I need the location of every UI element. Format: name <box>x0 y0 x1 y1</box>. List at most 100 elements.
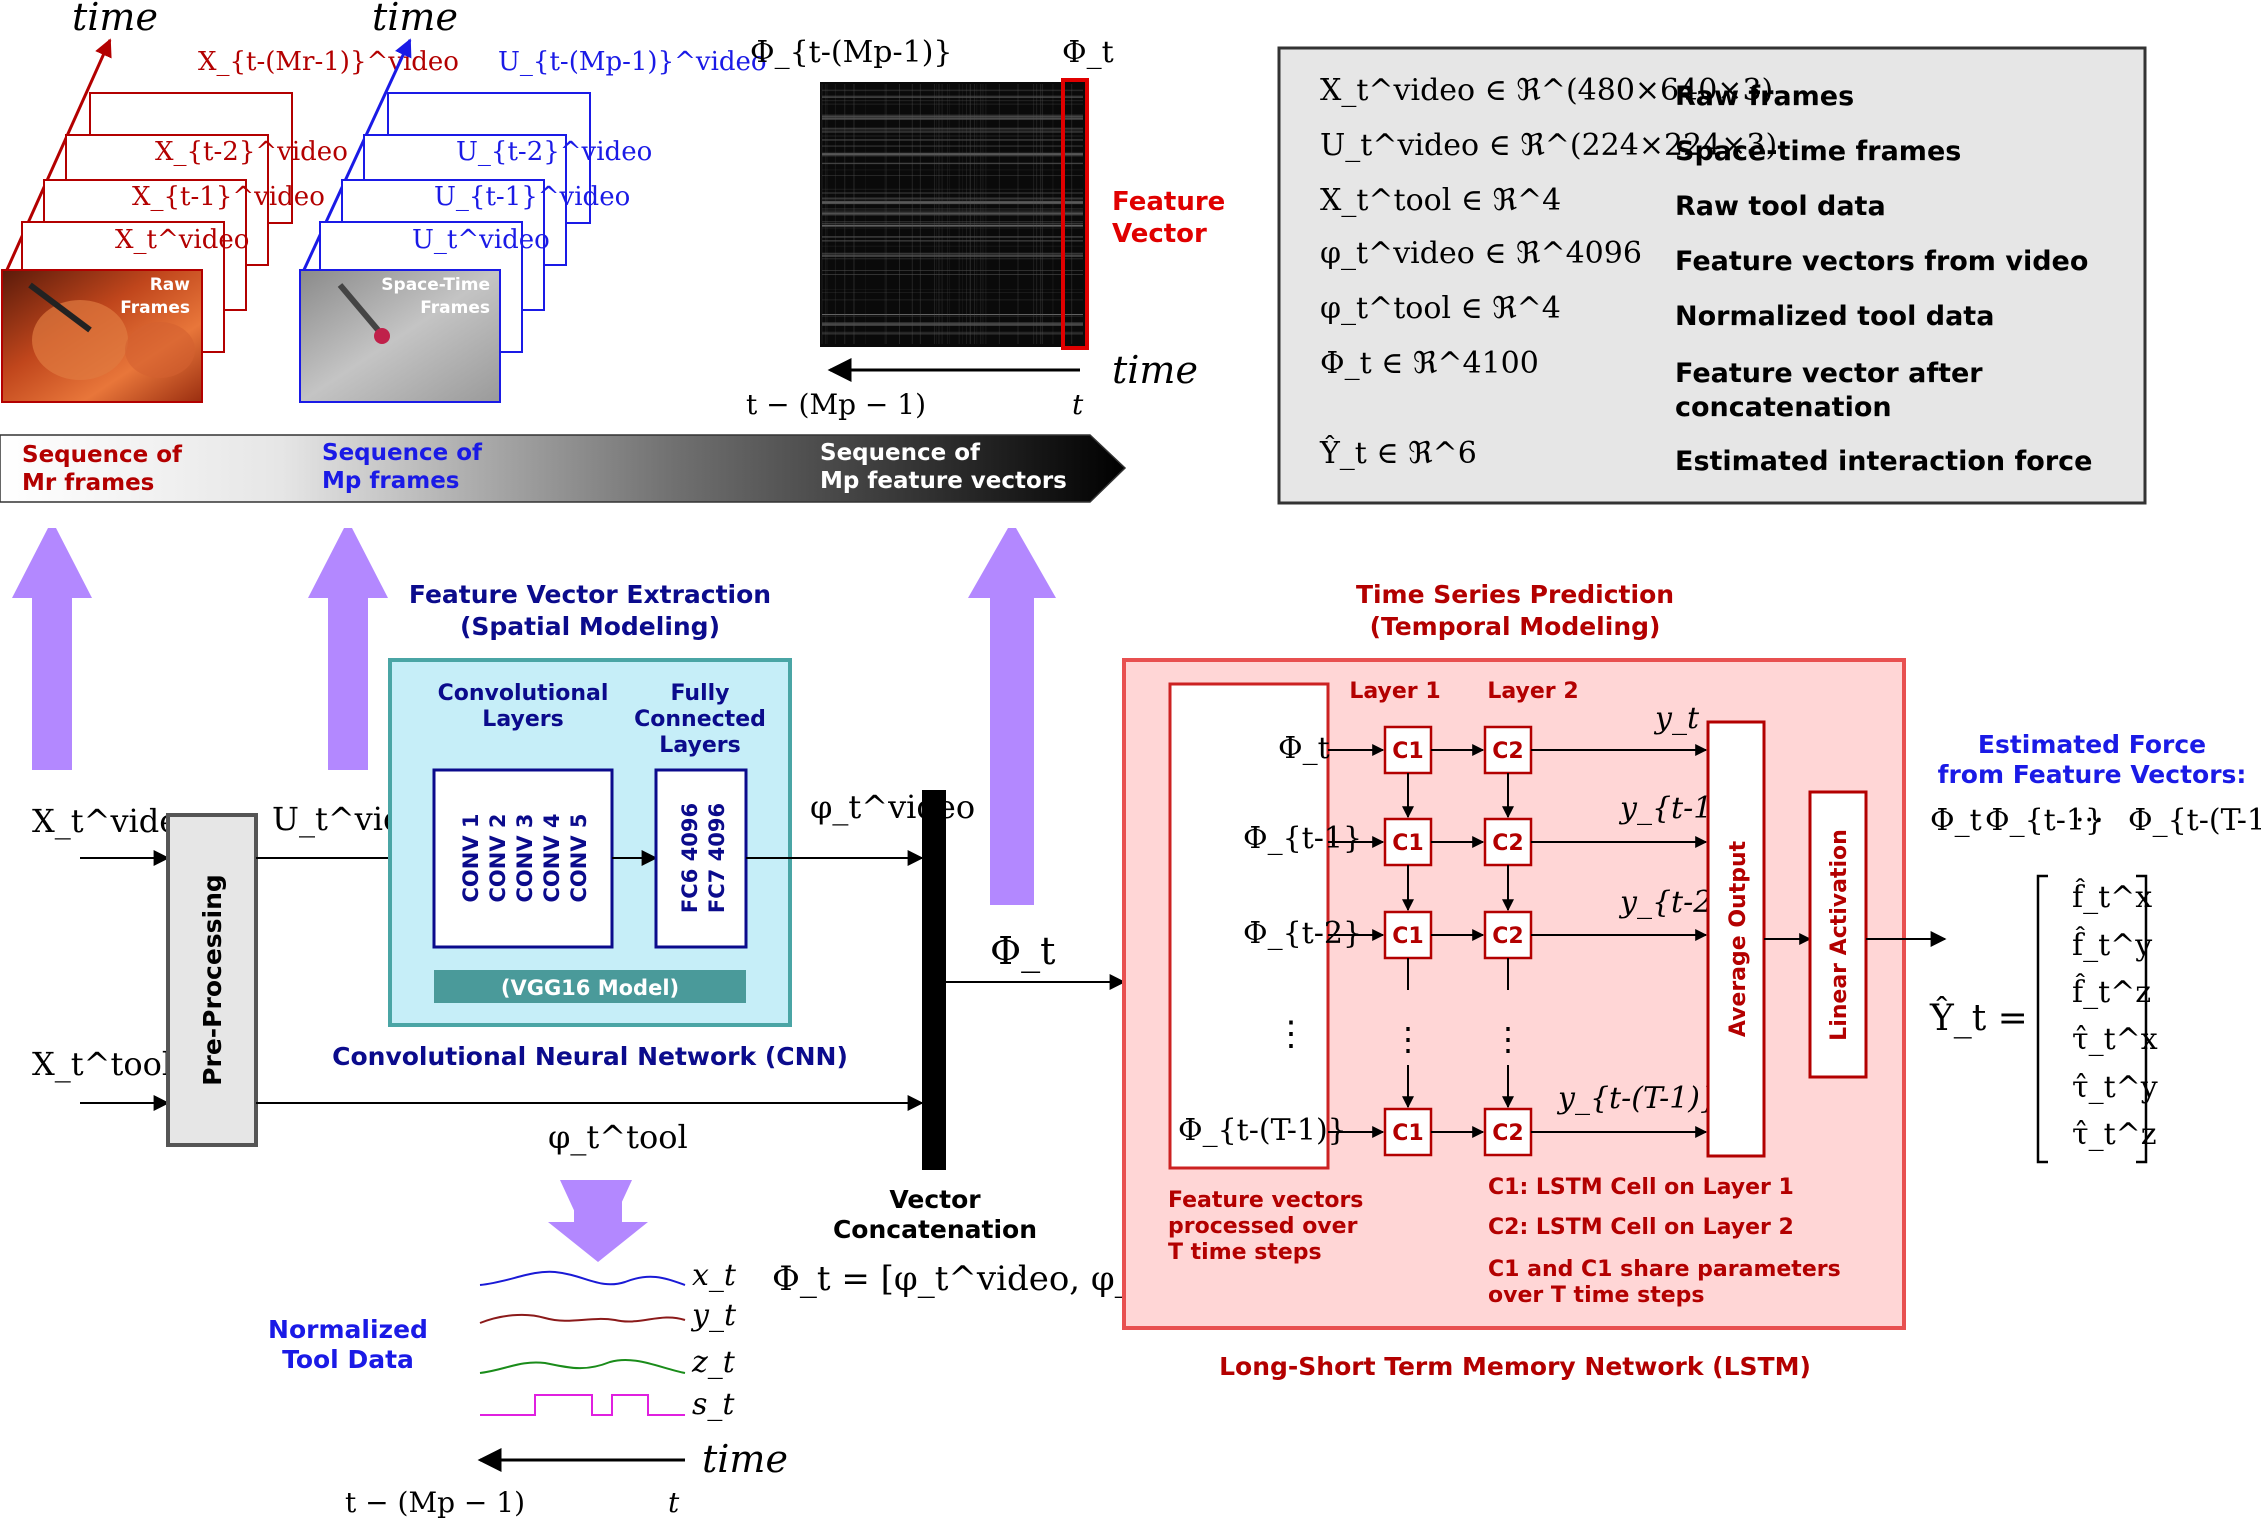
band-mr-label: Mr frames <box>22 470 154 496</box>
force-component: f̂_t^x <box>2072 878 2152 915</box>
up-arrow-icon <box>12 528 92 770</box>
lstm-input-label: Φ_{t-2} <box>1243 916 1362 951</box>
legend-symbol: Ŷ_t ∈ ℜ^6 <box>1319 435 1477 471</box>
spacetime-frames-stack: time U_{t-(Mp-1)}^video ⋮ U_{t-2}^video … <box>299 0 767 403</box>
average-output-box <box>1706 720 1766 1158</box>
lstm-input-label: Φ_{t-1} <box>1243 821 1362 856</box>
band-mr-label: Sequence of <box>22 442 183 468</box>
cell-note: C2: LSTM Cell on Layer 2 <box>1488 1215 1794 1240</box>
matrix-tick-left: t − (Mp − 1) <box>746 388 926 421</box>
output-lhs: Ŷ_t = <box>1929 997 2028 1039</box>
matrix-right-label: Φ_t <box>1062 35 1114 70</box>
conv-layer-label: CONV 2 <box>486 813 510 902</box>
st-frame-label: U_{t-(Mp-1)}^video <box>498 47 767 77</box>
conv-layer-label: CONV 4 <box>540 813 564 902</box>
vertical-ellipsis-icon: ⋮ <box>1492 1020 1524 1058</box>
output-title: from Feature Vectors: <box>1938 760 2247 789</box>
feature-matrix: Φ_{t-(Mp-1)} Φ_t Feature Vector time t −… <box>746 35 1225 421</box>
cnn-caption: Convolutional Neural Network (CNN) <box>332 1042 848 1071</box>
concat-label: Vector <box>889 1185 981 1214</box>
st-time-label: time <box>372 0 458 39</box>
conv-layer-label: CONV 3 <box>513 813 537 902</box>
lstm-input-ellipsis: ⋮ <box>1274 1014 1308 1054</box>
legend-symbol: Φ_t ∈ ℜ^4100 <box>1320 346 1539 381</box>
signal-line-y <box>479 1313 686 1324</box>
conv-layer-label: CONV 5 <box>567 813 591 902</box>
legend-row: X_t^video ∈ ℜ^(480×640×3) Raw frames <box>1320 73 1854 112</box>
force-component: τ̂_t^z <box>2072 1117 2157 1152</box>
lstm-cell-c1 <box>1383 910 1433 960</box>
matrix-time-label: time <box>1112 348 1198 392</box>
band-fv-label: Sequence of <box>820 440 981 466</box>
st-frame-thumbnail: Space-Time Frames <box>299 269 501 403</box>
output-seq-item: Φ_{t-1} <box>1985 803 2104 838</box>
average-output-label: Average Output <box>1726 840 1751 1037</box>
output-seq-item: Φ_{t-(T-1)} <box>2128 803 2261 838</box>
force-component: τ̂_t^x <box>2072 1022 2158 1057</box>
cell-note: C1: LSTM Cell on Layer 1 <box>1488 1175 1794 1200</box>
raw-frame-thumbnail: Raw Frames <box>1 269 203 403</box>
lstm-block: Time Series Prediction (Temporal Modelin… <box>1122 580 1906 1381</box>
legend-symbol: U_t^video ∈ ℜ^(224×224×3) <box>1320 128 1777 163</box>
lstm-cell-c2-label: C2 <box>1492 924 1523 949</box>
raw-time-label: time <box>72 0 158 39</box>
matrix-bracket-right <box>2136 874 2148 1164</box>
raw-frame-label: X_t^video <box>115 225 249 255</box>
lstm-input-label: Φ_{t-(T-1)} <box>1178 1113 1347 1148</box>
feature-vector-label: Feature <box>1112 187 1225 217</box>
phi-t-label: Φ_t <box>990 929 1055 974</box>
signal-label: y_t <box>690 1298 737 1333</box>
fc-layer-label: FC7 4096 <box>705 803 729 913</box>
preprocessing-label: Pre-Processing <box>198 874 227 1086</box>
band-mp-label: Mp frames <box>322 468 459 494</box>
signal-line-s <box>480 1394 685 1416</box>
raw-thumb-label: Raw <box>150 275 191 295</box>
force-component: f̂_t^y <box>2072 926 2152 963</box>
sequence-band: Sequence of Mr frames Sequence of Mp fra… <box>0 434 1127 503</box>
fc-heading: Layers <box>659 733 740 758</box>
legend-desc: Feature vectors from video <box>1675 246 2088 277</box>
output-seq-item: Φ_t <box>1930 803 1982 838</box>
fv-note: Feature vectors <box>1168 1188 1363 1213</box>
output-title: Estimated Force <box>1978 730 2206 759</box>
st-frame-label: U_{t-1}^video <box>434 182 630 212</box>
conv-layer-label: CONV 1 <box>459 813 483 902</box>
feature-vector-label: Vector <box>1112 219 1207 249</box>
signal-line-z <box>479 1358 686 1374</box>
feature-vector-highlight <box>1061 78 1089 350</box>
legend-desc: Space-time frames <box>1675 136 1961 167</box>
tool-data-label: Tool Data <box>282 1345 414 1374</box>
legend-row: Φ_t ∈ ℜ^4100 Feature vector after concat… <box>1320 346 1983 423</box>
lstm-cell-c1-label: C1 <box>1392 1121 1423 1146</box>
matrix-left-label: Φ_{t-(Mp-1)} <box>750 35 953 70</box>
tool-data-block: Normalized Tool Data x_t y_t z_t s_t tim… <box>268 1258 788 1519</box>
band-mp-label: Sequence of <box>322 440 483 466</box>
layer1-label: Layer 1 <box>1349 679 1440 704</box>
down-arrow-icon <box>548 1180 648 1262</box>
cell-note: over T time steps <box>1488 1283 1705 1308</box>
legend-symbol: X_t^video ∈ ℜ^(480×640×3) <box>1320 73 1773 108</box>
inputs: X_t^video X_t^tool <box>32 802 197 1111</box>
lstm-input-label: Φ_t <box>1278 731 1330 766</box>
lstm-caption: Long-Short Term Memory Network (LSTM) <box>1219 1352 1811 1381</box>
vertical-ellipsis-icon: ⋮ <box>1392 1020 1424 1058</box>
fc-heading: Connected <box>634 707 766 732</box>
lstm-cell-c1-label: C1 <box>1392 739 1423 764</box>
feature-matrix-texture <box>821 84 1083 344</box>
matrix-bracket-left <box>2036 874 2048 1164</box>
st-frame-label: U_{t-2}^video <box>456 137 652 167</box>
legend-row: X_t^tool ∈ ℜ^4 Raw tool data <box>1320 183 1886 222</box>
layer2-label: Layer 2 <box>1487 679 1578 704</box>
phi-tool-label: φ_t^tool <box>548 1118 688 1156</box>
force-component: τ̂_t^y <box>2072 1070 2158 1105</box>
legend-box: X_t^video ∈ ℜ^(480×640×3) Raw frames U_t… <box>1277 46 2147 505</box>
concat-block: Vector Concatenation Φ_t = [φ_t^video, φ… <box>772 790 1260 1299</box>
up-arrow-icon <box>308 528 388 770</box>
conv-heading: Layers <box>482 707 563 732</box>
purple-up-arrows <box>12 528 1056 1262</box>
matrix-tick-right: t <box>1072 388 1084 421</box>
band-fv-label: Mp feature vectors <box>820 468 1067 494</box>
